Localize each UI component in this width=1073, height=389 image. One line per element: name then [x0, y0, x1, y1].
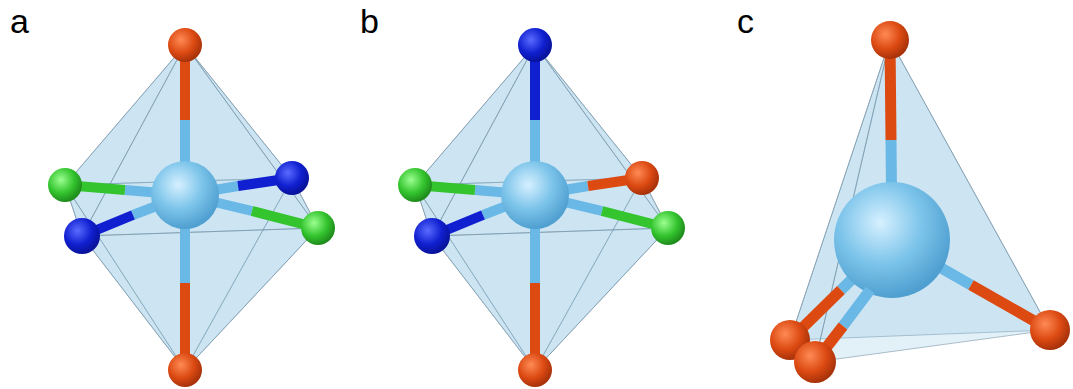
panel-letter: a — [10, 4, 29, 38]
panel-letter: b — [360, 4, 379, 38]
octahedron-b — [398, 28, 685, 387]
tetrahedron-c — [770, 21, 1070, 383]
panel-letter: c — [737, 4, 754, 38]
octahedron-a — [48, 28, 335, 387]
